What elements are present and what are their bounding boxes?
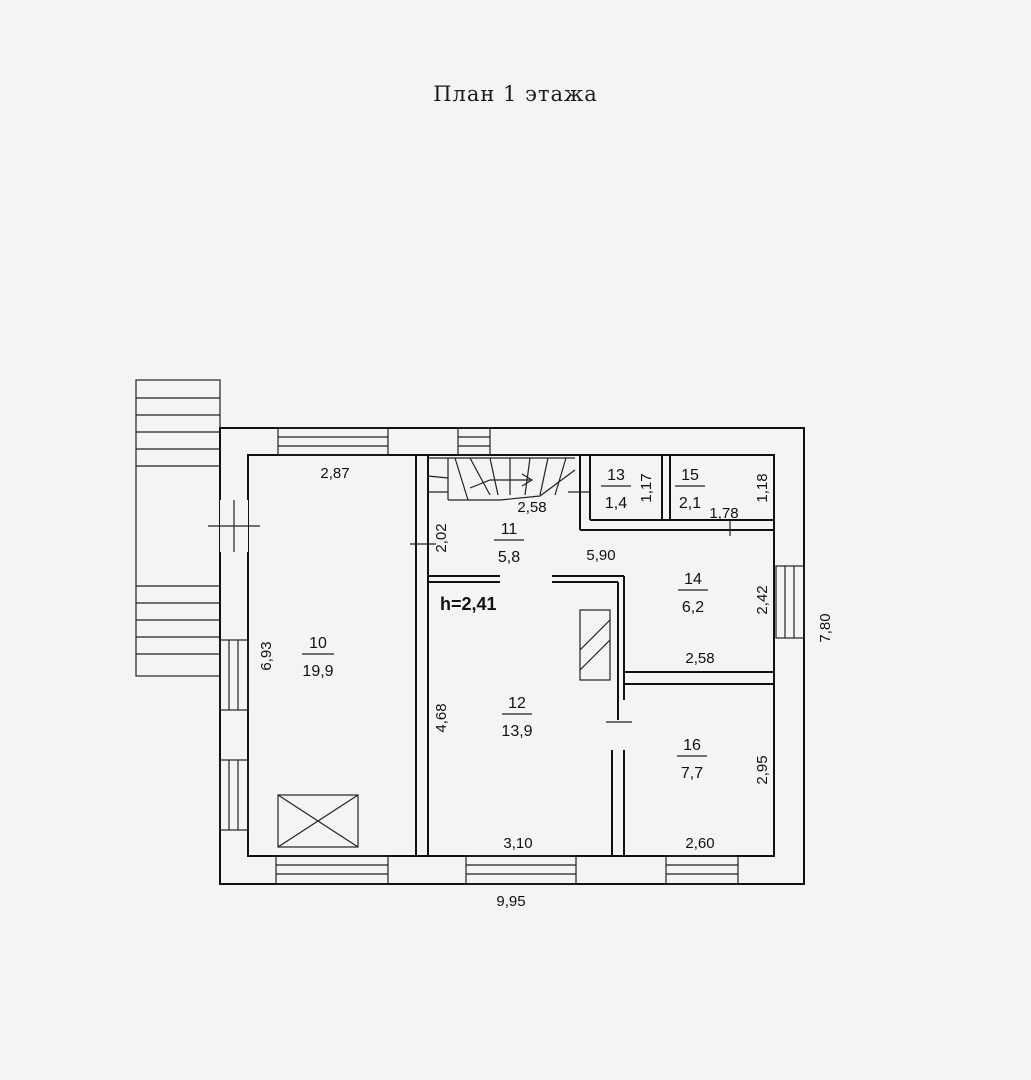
ceiling-height-label: h=2,41 [440,594,497,614]
internal-stairs [427,457,576,501]
dim-room12-length: 4,68 [433,703,450,732]
dim-overall-depth: 7,80 [817,613,834,642]
dim-room13-side: 1,17 [638,473,655,502]
dim-room15-width: 1,78 [709,505,738,522]
boiler-box [277,794,359,848]
room-12-number: 12 [508,695,526,712]
dim-room16-side: 2,95 [754,755,771,784]
dim-room14-bottom: 2,58 [685,650,714,667]
dim-stair-top: 2,58 [517,499,546,516]
room-13-area: 1,4 [605,495,627,512]
room-15-area: 2,1 [679,495,701,512]
room-13-number: 13 [607,467,625,484]
dimension-labels: 2,87 6,93 2,58 2,02 1,17 1,78 1,18 5,90 … [258,465,834,910]
room-11-area: 5,8 [498,549,520,566]
room-10-area: 19,9 [302,663,333,680]
dim-hall-width: 5,90 [586,547,615,564]
dim-room12-bottom: 3,10 [503,835,532,852]
room-14-area: 6,2 [682,599,704,616]
room-labels: 10 19,9 11 5,8 12 13,9 13 1,4 14 6,2 15 … [302,467,708,782]
dim-overall-width: 9,95 [496,893,525,910]
windows [219,427,805,885]
plan-title: План 1 этажа [433,82,598,106]
interior-walls [415,454,774,857]
dim-room15-side: 1,18 [754,473,771,502]
stove [579,609,611,681]
entrance-door [208,500,260,552]
room-16-number: 16 [683,737,701,754]
dim-room16-bottom: 2,60 [685,835,714,852]
room-15-number: 15 [681,467,699,484]
room-12-area: 13,9 [501,723,532,740]
door-markers [410,491,731,723]
dim-room11-side: 2,02 [433,523,450,552]
room-11-number: 11 [501,521,518,538]
dim-room10-width: 2,87 [320,465,349,482]
room-10-number: 10 [309,635,327,652]
outer-walls [219,427,805,885]
porch-stairs [135,379,221,677]
room-16-area: 7,7 [681,765,703,782]
dim-room10-length: 6,93 [258,641,275,670]
dim-room14-side: 2,42 [754,585,771,614]
room-14-number: 14 [684,571,702,588]
